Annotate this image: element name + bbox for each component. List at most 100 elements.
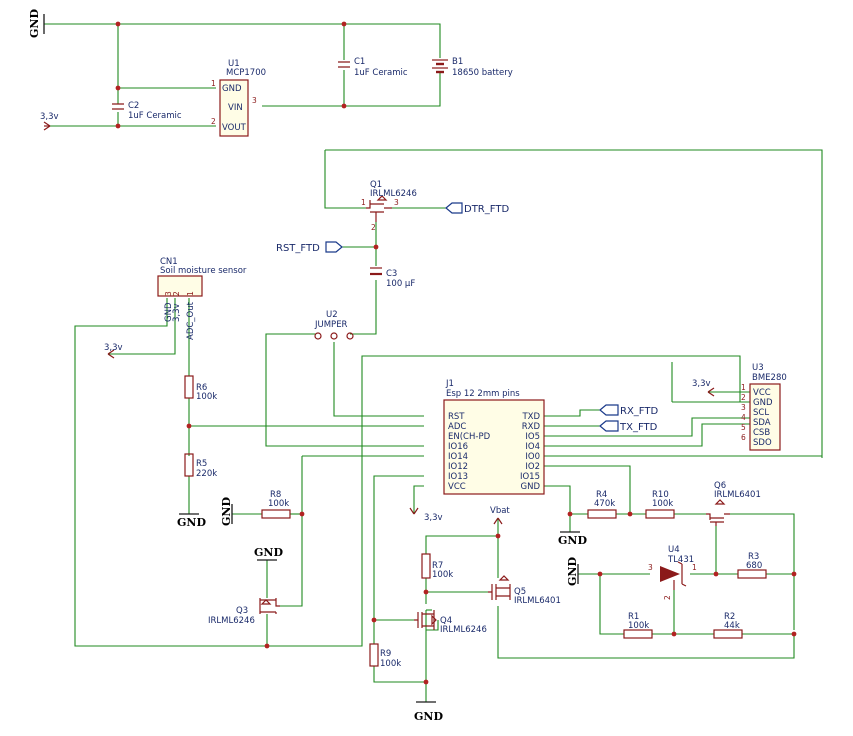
svg-text:VOUT: VOUT [222,123,247,133]
svg-text:3: 3 [394,198,399,207]
net-label-dtr: DTR_FTD [445,202,509,215]
svg-text:3: 3 [741,403,746,412]
svg-text:Q1: Q1 [370,180,382,190]
svg-text:RXD: RXD [522,422,541,432]
svg-text:2: 2 [211,117,216,126]
svg-text:IO0: IO0 [525,452,540,462]
svg-text:1: 1 [186,291,195,296]
svg-text:SDA: SDA [753,418,771,428]
v33-arrow-left-top: 3,3v [40,112,59,131]
svg-text:2: 2 [663,595,672,600]
svg-text:4: 4 [741,413,746,422]
q1-mosfet: Q1 IRLML6246 1 2 3 [361,180,417,232]
svg-text:IO5: IO5 [525,432,540,442]
svg-text:GND: GND [558,534,587,547]
svg-text:U3: U3 [752,363,764,373]
u2-jumper: U2 JUMPER [314,310,354,340]
svg-text:VCC: VCC [753,388,771,398]
q3-mosfet: Q3 IRLML6246 [208,598,280,626]
u4-tl431: U4 TL431 3 1 2 [648,545,697,600]
q6-mosfet: Q6 IRLML6401 [706,481,761,526]
svg-text:BME280: BME280 [752,373,787,383]
svg-text:2: 2 [371,223,376,232]
net-label-rst: RST_FTD [276,241,343,254]
svg-text:R4: R4 [596,490,607,500]
vbat-arrow: Vbat [490,506,510,525]
gnd-symbol-top: GND [28,9,45,38]
gnd-symbol-r5: GND [177,513,206,529]
svg-text:IO16: IO16 [448,442,468,452]
svg-text:VIN: VIN [228,103,243,113]
svg-text:100k: 100k [432,570,453,580]
svg-text:IO2: IO2 [525,462,540,472]
svg-text:Q4: Q4 [440,616,452,626]
svg-text:IRLML6246: IRLML6246 [370,189,417,199]
svg-text:3,3v: 3,3v [424,513,443,523]
gnd-symbol-q4: GND [414,701,443,723]
svg-text:R5: R5 [196,459,207,469]
svg-text:ADC_Out: ADC_Out [186,301,196,340]
svg-text:TXD: TXD [521,412,540,422]
svg-text:GND: GND [222,84,242,94]
r8-resistor: R8 100k [261,490,291,519]
svg-text:C3: C3 [386,269,397,279]
svg-text:SDO: SDO [753,438,772,448]
svg-text:R6: R6 [196,383,207,393]
svg-text:1: 1 [361,198,366,207]
svg-text:DTR_FTD: DTR_FTD [464,204,509,215]
svg-text:3: 3 [164,291,173,296]
svg-text:1: 1 [741,383,746,392]
svg-text:IO12: IO12 [448,462,468,472]
gnd-symbol-j1: GND [558,531,587,547]
svg-text:R3: R3 [748,552,759,562]
gnd-symbol-q3: GND [254,546,283,561]
svg-text:RX_FTD: RX_FTD [620,406,658,417]
svg-text:GND: GND [414,710,443,723]
r6-resistor: R6 100k [184,375,217,402]
r4-resistor: R4 470k [587,490,617,519]
svg-text:3: 3 [648,563,653,572]
svg-text:GND: GND [753,398,773,408]
svg-text:GND: GND [220,497,233,526]
svg-text:ADC: ADC [448,422,466,432]
svg-text:R1: R1 [628,612,639,622]
svg-text:IRLML6401: IRLML6401 [714,490,761,500]
svg-text:GND: GND [521,482,541,492]
svg-text:IRLML6401: IRLML6401 [514,596,561,606]
r9-resistor: R9 100k [369,643,401,669]
svg-text:1uF Ceramic: 1uF Ceramic [128,111,182,121]
svg-text:R10: R10 [652,490,669,500]
svg-text:R9: R9 [380,649,391,659]
svg-text:GND: GND [164,302,174,322]
v33-arrow-j1: 3,3v [409,507,443,523]
v33-arrow-bme: 3,3v [692,379,715,397]
svg-text:18650 battery: 18650 battery [452,68,513,78]
q5-mosfet: Q5 IRLML6401 [488,575,561,606]
svg-text:J1: J1 [445,379,454,389]
svg-text:U4: U4 [668,545,680,555]
gnd-symbol-r8: GND [220,497,233,526]
svg-text:3: 3 [252,96,257,105]
svg-text:44k: 44k [724,621,740,631]
svg-text:SCL: SCL [753,408,769,418]
svg-text:JUMPER: JUMPER [314,320,348,330]
svg-text:470k: 470k [594,499,615,509]
r2-resistor: R2 44k [713,612,743,639]
r3-resistor: R3 680 [737,552,767,579]
svg-text:220k: 220k [196,469,217,479]
svg-text:TX_FTD: TX_FTD [619,422,658,433]
j1-esp12: J1 Esp 12 2mm pins RST ADC EN(CH-PD IO16… [443,379,545,495]
svg-text:2: 2 [741,393,746,402]
q4-mosfet: Q4 IRLML6246 [414,610,487,635]
net-label-tx: TX_FTD [599,420,658,433]
svg-text:TL431: TL431 [667,555,694,565]
svg-text:GND: GND [177,516,206,529]
svg-text:1uF Ceramic: 1uF Ceramic [354,68,408,78]
svg-text:EN(CH-PD: EN(CH-PD [448,432,491,442]
svg-text:6: 6 [741,433,746,442]
svg-text:100k: 100k [268,499,289,509]
svg-text:GND: GND [254,546,283,559]
svg-text:680: 680 [746,561,762,571]
svg-text:GND: GND [566,557,579,586]
